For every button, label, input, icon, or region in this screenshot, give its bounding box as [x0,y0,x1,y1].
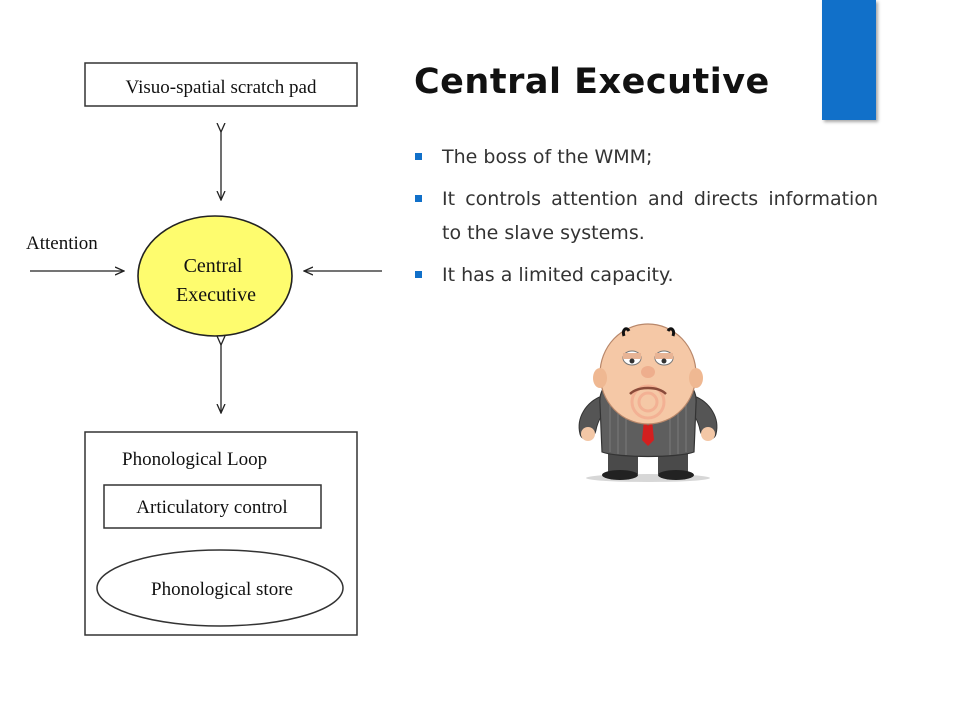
bullet-list: The boss of the WMM; It controls attenti… [414,140,878,300]
bullet-item: It controls attention and directs inform… [414,182,878,250]
bullet-marker-icon [415,153,422,160]
bullet-item: The boss of the WMM; [414,140,878,174]
central-label-line2: Executive [176,284,256,306]
bullet-marker-icon [415,271,422,278]
visuospatial-label: Visuo-spatial scratch pad [126,77,317,98]
central-label-line1: Central [184,255,243,277]
central-executive-node: Central Executive [137,215,293,337]
bullet-text: It has a limited capacity. [442,264,674,286]
bullet-text: The boss of the WMM; [442,146,653,168]
boss-cartoon-icon [578,323,718,482]
visuospatial-box: Visuo-spatial scratch pad [84,62,358,107]
bullet-marker-icon [415,195,422,202]
phonological-store-ellipse [96,549,344,627]
attention-label: Attention [26,233,98,254]
bullet-text: It controls attention and directs inform… [442,188,878,244]
articulatory-control-box [103,484,322,529]
articulatory-label: Articulatory control [136,497,287,518]
slide-title: Central Executive [414,62,770,102]
accent-bar [822,0,876,120]
phonological-store-label: Phonological store [151,579,293,600]
bullet-item: It has a limited capacity. [414,258,878,292]
phonological-loop-box: Phonological Loop Articulatory control P… [84,431,358,636]
working-memory-diagram: Visuo-spatial scratch pad Attention Cent… [26,62,382,636]
phonological-loop-label: Phonological Loop [122,449,267,470]
